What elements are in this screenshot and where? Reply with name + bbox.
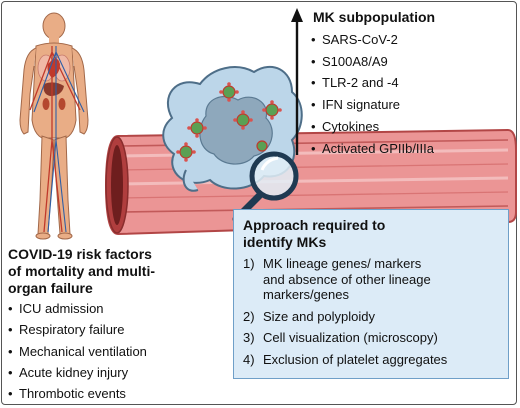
mk-subpopulation-list: SARS-CoV-2 S100A8/A9 TLR-2 and -4 IFN si… <box>311 29 434 159</box>
item-number: 1) <box>243 256 255 271</box>
item-number: 4) <box>243 351 255 367</box>
risk-title-line: organ failure <box>8 280 93 296</box>
list-item: Thrombotic events <box>8 383 147 404</box>
list-item: Mechanical ventilation <box>8 341 147 362</box>
item-text: MK lineage genes/ markers <box>263 256 422 271</box>
list-item: Activated GPIIb/IIIa <box>311 138 434 160</box>
item-text-continued: markers/genes <box>263 287 349 302</box>
item-number: 2) <box>243 308 255 324</box>
mk-subpopulation-title: MK subpopulation <box>313 9 436 25</box>
approach-item: 3) Cell visualization (microscopy) <box>243 330 447 346</box>
list-item: SARS-CoV-2 <box>311 29 434 51</box>
approach-box: Approach required to identify MKs 1) MK l… <box>233 209 509 379</box>
risk-title-line: COVID-19 risk factors <box>8 246 152 262</box>
list-item: Cytokines <box>311 116 434 138</box>
approach-title: Approach required to identify MKs <box>243 217 385 251</box>
risk-factors-list: ICU admission Respiratory failure Mechan… <box>8 298 147 404</box>
virus-particles <box>179 85 279 159</box>
human-body-icon <box>19 12 89 240</box>
approach-title-line: Approach required to <box>243 217 386 233</box>
approach-item: 4) Exclusion of platelet aggregates <box>243 352 447 368</box>
approach-item: 1) MK lineage genes/ markers and absence … <box>243 256 447 303</box>
item-text: Exclusion of platelet aggregates <box>263 351 448 367</box>
item-text-continued: and absence of other lineage <box>263 271 431 287</box>
virus-spikes <box>176 82 282 162</box>
list-item: Acute kidney injury <box>8 362 147 383</box>
list-item: TLR-2 and -4 <box>311 72 434 94</box>
approach-title-line: identify MKs <box>243 234 327 250</box>
list-item: ICU admission <box>8 298 147 319</box>
approach-list: 1) MK lineage genes/ markers and absence … <box>243 256 447 373</box>
up-arrow-icon <box>291 8 303 155</box>
approach-item: 2) Size and polyploidy <box>243 309 447 325</box>
list-item: Respiratory failure <box>8 319 147 340</box>
item-text: Cell visualization (microscopy) <box>263 330 438 345</box>
list-item: IFN signature <box>311 94 434 116</box>
item-number: 3) <box>243 330 255 345</box>
list-item: S100A8/A9 <box>311 51 434 73</box>
risk-factors-title: COVID-19 risk factors of mortality and m… <box>8 246 198 297</box>
risk-title-line: of mortality and multi- <box>8 263 155 279</box>
item-text: Size and polyploidy <box>263 308 376 324</box>
